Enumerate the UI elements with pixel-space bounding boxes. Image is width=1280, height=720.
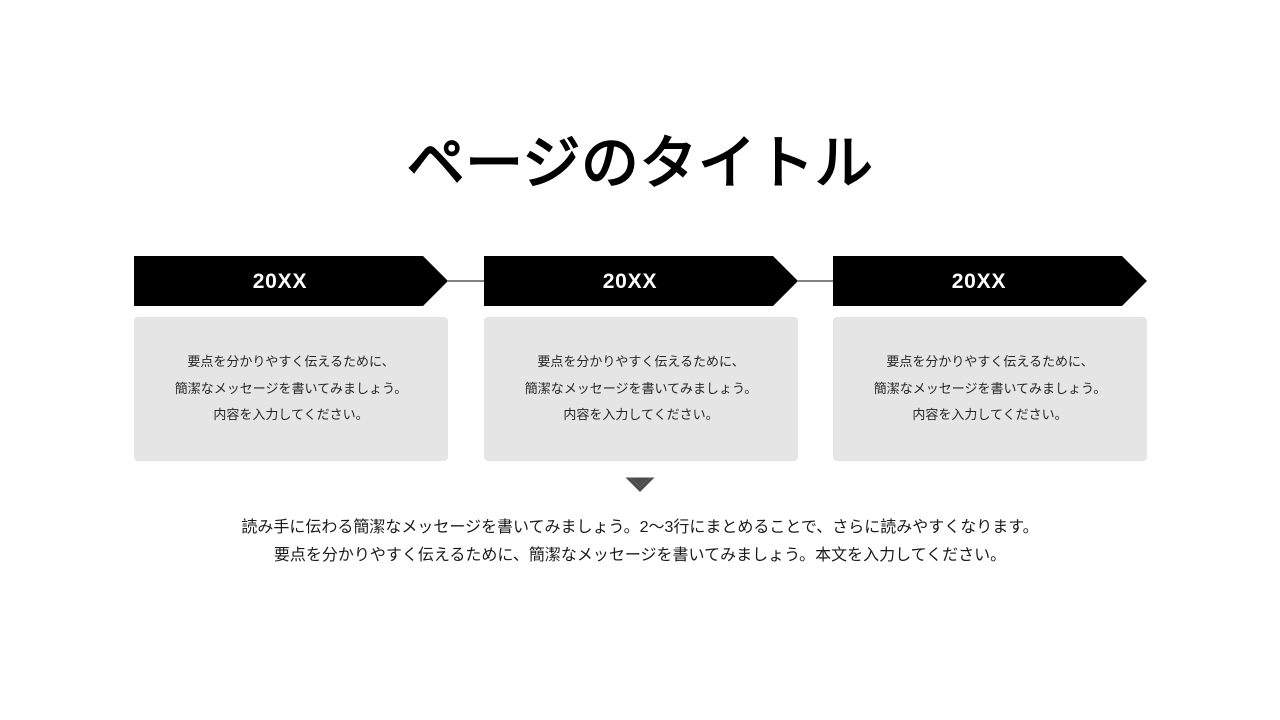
arrow-banner-1[interactable]: 20XX [134,256,448,306]
arrow-banner-3[interactable]: 20XX [833,256,1147,306]
content-card-text-2: 要点を分かりやすく伝えるために、 簡潔なメッセージを書いてみましょう。 内容を入… [524,354,758,423]
chevron-down-icon [624,475,656,497]
arrow-banner-label-3: 20XX [951,269,1007,293]
page-title: ページのタイトル [406,131,874,196]
timeline-step-3[interactable]: 20XX [833,256,1147,306]
arrow-banner-2[interactable]: 20XX [484,256,798,306]
content-card-text-1: 要点を分かりやすく伝えるために、 簡潔なメッセージを書いてみましょう。 内容を入… [174,354,408,423]
content-cards-row: 要点を分かりやすく伝えるために、 簡潔なメッセージを書いてみましょう。 内容を入… [134,317,1152,461]
connector-line-1 [448,280,484,282]
content-card-3[interactable]: 要点を分かりやすく伝えるために、 簡潔なメッセージを書いてみましょう。 内容を入… [833,317,1147,461]
timeline-step-1[interactable]: 20XX [134,256,448,306]
arrow-banner-label-2: 20XX [602,269,658,293]
arrow-banner-label-1: 20XX [252,269,308,293]
content-card-text-3: 要点を分かりやすく伝えるために、 簡潔なメッセージを書いてみましょう。 内容を入… [873,354,1107,423]
content-card-1[interactable]: 要点を分かりやすく伝えるために、 簡潔なメッセージを書いてみましょう。 内容を入… [134,317,448,461]
content-card-2[interactable]: 要点を分かりやすく伝えるために、 簡潔なメッセージを書いてみましょう。 内容を入… [484,317,798,461]
timeline-step-2[interactable]: 20XX [484,256,798,306]
footer-paragraph: 読み手に伝わる簡潔なメッセージを書いてみましょう。2〜3行にまとめることで、さら… [241,519,1039,564]
timeline-row: 20XX 20XX 20XX [134,256,1146,306]
connector-line-2 [798,280,833,282]
